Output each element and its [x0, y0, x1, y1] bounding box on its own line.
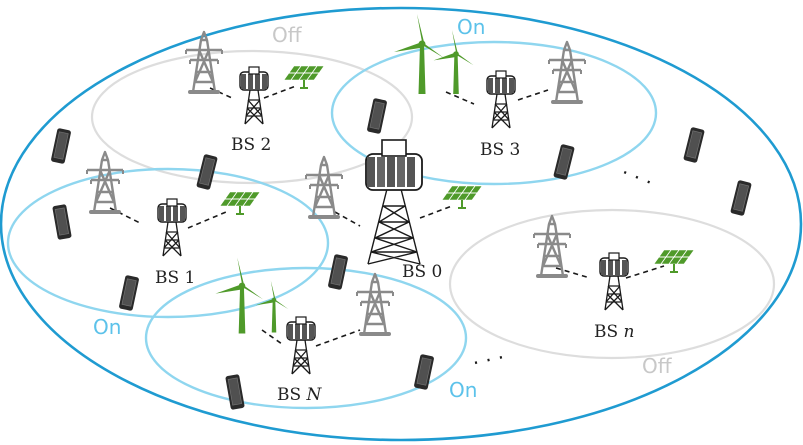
wind-turbine-icon	[215, 257, 263, 334]
bsN-state-label: On	[449, 378, 477, 402]
small-tower-icon	[157, 198, 187, 257]
bs1-label: BS 1	[155, 268, 195, 288]
smartphone-icon	[729, 179, 753, 217]
ellipsis-marker: · · ·	[470, 345, 506, 375]
solar-panel-icon	[653, 249, 695, 273]
bsn-state-label: Off	[642, 354, 673, 378]
power-pylon-icon	[532, 214, 572, 280]
small-tower-icon	[486, 70, 516, 129]
bs1-state-label: On	[93, 315, 121, 339]
ellipsis-marker: · · ·	[618, 160, 656, 194]
cell-boundary-bs3	[330, 40, 658, 186]
smartphone-icon	[366, 97, 388, 135]
cell-boundary-bsN	[144, 266, 468, 410]
power-pylon-icon	[355, 272, 395, 338]
smartphone-icon	[224, 373, 246, 411]
cell-boundary-bs2	[90, 49, 414, 185]
small-tower-icon	[599, 252, 629, 311]
bs3-state-label: On	[457, 15, 485, 39]
solar-panel-icon	[441, 185, 483, 209]
macro-tower-icon	[365, 139, 423, 265]
small-tower-icon	[286, 316, 316, 375]
energy-links	[109, 85, 665, 347]
bsN-label: BS N	[277, 385, 323, 405]
outer-cell-boundary	[0, 6, 803, 442]
power-pylon-icon	[85, 150, 125, 216]
smartphone-icon	[682, 126, 706, 164]
smartphone-icon	[51, 203, 73, 241]
small-tower-icon	[239, 66, 269, 125]
bsn-label: BS n	[594, 322, 635, 342]
solar-panel-icon	[219, 191, 261, 215]
cell-boundary-bs1	[6, 167, 330, 319]
smartphone-icon	[327, 253, 349, 291]
solar-panel-icon	[283, 65, 325, 89]
smartphone-icon	[413, 353, 435, 391]
wind-turbine-icon	[433, 30, 474, 94]
bs0-label: BS 0	[402, 262, 442, 282]
smartphone-icon	[118, 274, 140, 312]
cell-boundary-bsn	[448, 208, 776, 360]
bs2-state-label: Off	[272, 23, 303, 47]
wind-turbine-icon	[255, 280, 289, 333]
bs2-label: BS 2	[231, 135, 271, 155]
smartphone-icon	[50, 127, 72, 165]
bs3-label: BS 3	[480, 140, 520, 160]
